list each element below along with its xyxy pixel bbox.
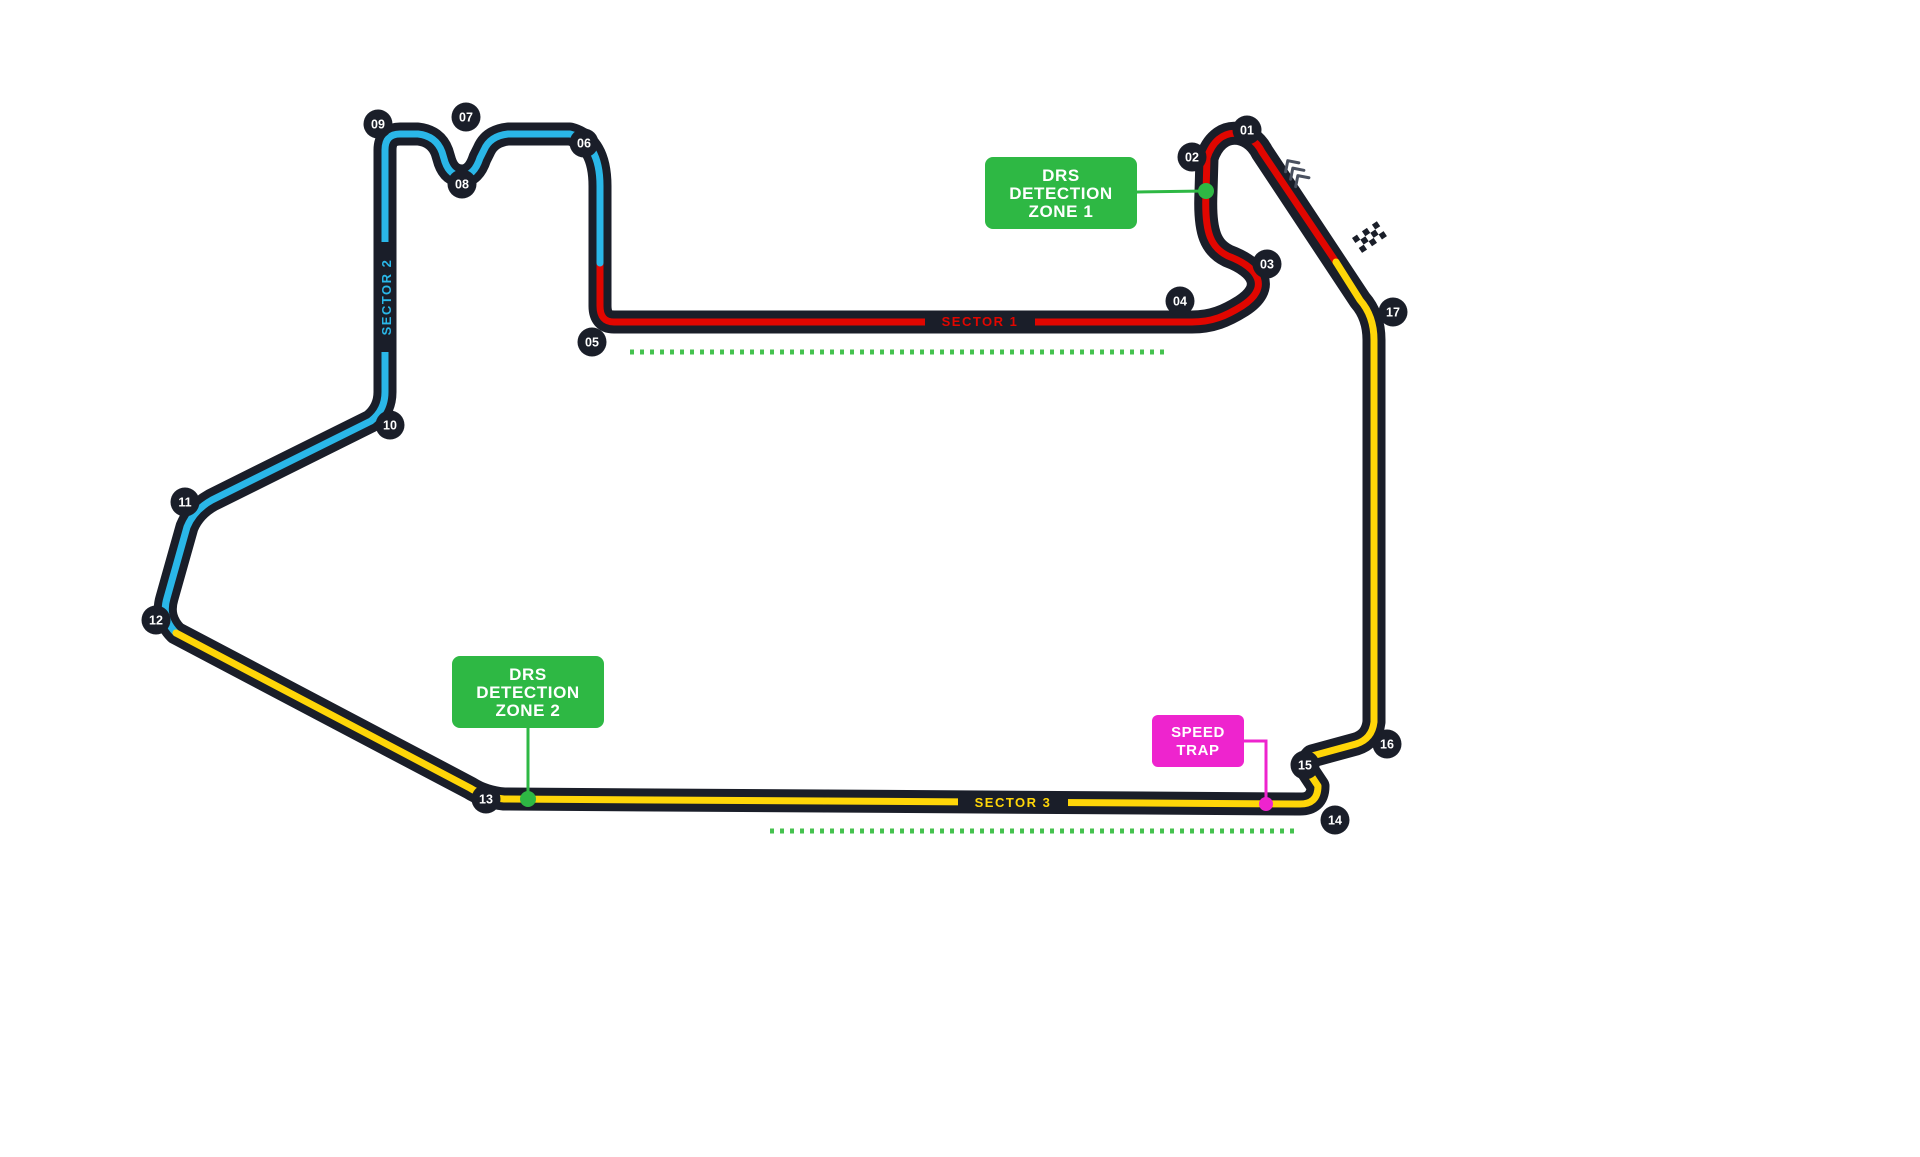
turn-marker-circle — [451, 102, 481, 132]
turn-marker-circle — [1232, 115, 1262, 145]
turn-marker-circle — [1290, 750, 1320, 780]
sector-1-label: SECTOR 1 — [925, 311, 1035, 332]
turn-marker: 04 — [1165, 286, 1195, 316]
turn-marker: 15 — [1290, 750, 1320, 780]
turn-marker: 08 — [447, 169, 477, 199]
drs-zone-1-line-2: DETECTION — [1009, 184, 1113, 203]
turn-marker-circle — [569, 128, 599, 158]
speed-trap-line-1: SPEED — [1171, 724, 1225, 741]
speed-trap-connector — [1244, 739, 1268, 804]
turn-marker-label: 07 — [459, 111, 473, 125]
drs-zone-1-line-3: ZONE 1 — [1028, 202, 1093, 221]
chevron — [1294, 174, 1311, 189]
turn-marker-circle — [1165, 286, 1195, 316]
flag-cell — [1361, 227, 1371, 237]
drs-zone-2-line-2: DETECTION — [476, 683, 580, 702]
drs-zone-2-line-1: DRS — [509, 665, 547, 684]
speed-trap-badge — [1152, 715, 1244, 767]
turn-marker-label: 06 — [577, 137, 591, 151]
turn-marker-circle — [363, 109, 393, 139]
drs-zone-1-detection-point — [1198, 183, 1214, 199]
sector-3-label: SECTOR 3 — [958, 792, 1068, 813]
turn-marker-label: 11 — [178, 496, 191, 510]
sector-1-label-backdrop — [925, 311, 1035, 332]
turn-marker-label: 01 — [1240, 124, 1254, 138]
turn-marker: 01 — [1232, 115, 1262, 145]
sector-2-label: SECTOR 2 — [375, 242, 396, 352]
turn-marker-label: 04 — [1173, 295, 1187, 309]
direction-chevrons-icon — [1284, 159, 1311, 189]
speed-trap-line-2: TRAP — [1176, 742, 1219, 759]
turn-marker-label: 12 — [149, 614, 163, 628]
turn-marker-circle — [447, 169, 477, 199]
flag-cell — [1360, 236, 1369, 245]
sector-2-line — [161, 130, 604, 637]
turn-marker-label: 10 — [383, 419, 397, 433]
track-outline — [153, 121, 1386, 816]
turn-marker: 17 — [1378, 297, 1408, 327]
turn-marker-label: 13 — [479, 793, 493, 807]
turn-marker-circle — [1320, 805, 1350, 835]
turn-marker: 07 — [451, 102, 481, 132]
turn-marker: 12 — [141, 605, 171, 635]
turn-marker: 14 — [1320, 805, 1350, 835]
turn-marker-circle — [141, 605, 171, 635]
flag-cell — [1352, 234, 1361, 243]
turn-marker: 13 — [471, 784, 501, 814]
turn-marker: 11 — [170, 487, 200, 517]
turn-marker: 10 — [375, 410, 405, 440]
turn-marker-circle — [1378, 297, 1408, 327]
turn-marker-label: 08 — [455, 178, 469, 192]
flag-cell — [1368, 237, 1377, 247]
turn-marker-label: 09 — [371, 118, 385, 132]
turn-markers: 01 02 03 04 05 06 07 08 09 10 11 12 13 14 15 16 17 — [141, 102, 1408, 835]
drs-zone-1-connector — [1136, 189, 1207, 194]
drs-detection-zone-1-badge — [985, 157, 1137, 229]
turn-marker: 03 — [1252, 249, 1282, 279]
turn-marker-label: 16 — [1380, 738, 1394, 752]
drs-detection-zone-2: DRS DETECTION ZONE 2 — [452, 656, 604, 807]
turn-marker-circle — [375, 410, 405, 440]
sector-3-label-text: SECTOR 3 — [975, 795, 1052, 810]
flag-cell — [1378, 231, 1387, 240]
turn-marker-label: 15 — [1298, 759, 1312, 773]
turn-marker-label: 17 — [1386, 306, 1400, 320]
turn-marker: 05 — [577, 327, 607, 357]
turn-marker-circle — [170, 487, 200, 517]
turn-marker-label: 05 — [585, 336, 599, 350]
flag-cell — [1370, 229, 1379, 238]
turn-marker: 09 — [363, 109, 393, 139]
sector-2-label-text: SECTOR 2 — [379, 259, 394, 336]
turn-marker-circle — [1372, 729, 1402, 759]
speed-trap: SPEED TRAP — [1152, 715, 1273, 811]
turn-marker: 16 — [1372, 729, 1402, 759]
drs-zone-1-line-1: DRS — [1042, 166, 1080, 185]
chevron — [1284, 159, 1301, 174]
turn-marker: 02 — [1177, 142, 1207, 172]
turn-marker: 06 — [569, 128, 599, 158]
turn-marker-circle — [1252, 249, 1282, 279]
speed-trap-point — [1259, 797, 1273, 811]
turn-marker-circle — [577, 327, 607, 357]
turn-marker-label: 14 — [1328, 814, 1342, 828]
drs-detection-zone-2-badge — [452, 656, 604, 728]
flag-cell — [1371, 221, 1381, 230]
drs-zone-2-detection-point — [520, 791, 536, 807]
sector-3-label-backdrop — [958, 792, 1068, 813]
finish-line-flag-icon — [1352, 221, 1387, 253]
drs-zone-2-line-3: ZONE 2 — [495, 701, 560, 720]
chevron — [1289, 166, 1306, 181]
turn-marker-circle — [1177, 142, 1207, 172]
sector-2-label-backdrop — [375, 242, 396, 352]
sector-1-line — [596, 129, 1340, 326]
turn-marker-circle — [471, 784, 501, 814]
sector-1-label-text: SECTOR 1 — [942, 314, 1019, 329]
flag-cell — [1358, 244, 1368, 253]
turn-marker-label: 02 — [1185, 151, 1199, 165]
turn-marker-label: 03 — [1260, 258, 1274, 272]
drs-detection-zone-1: DRS DETECTION ZONE 1 — [985, 157, 1214, 229]
